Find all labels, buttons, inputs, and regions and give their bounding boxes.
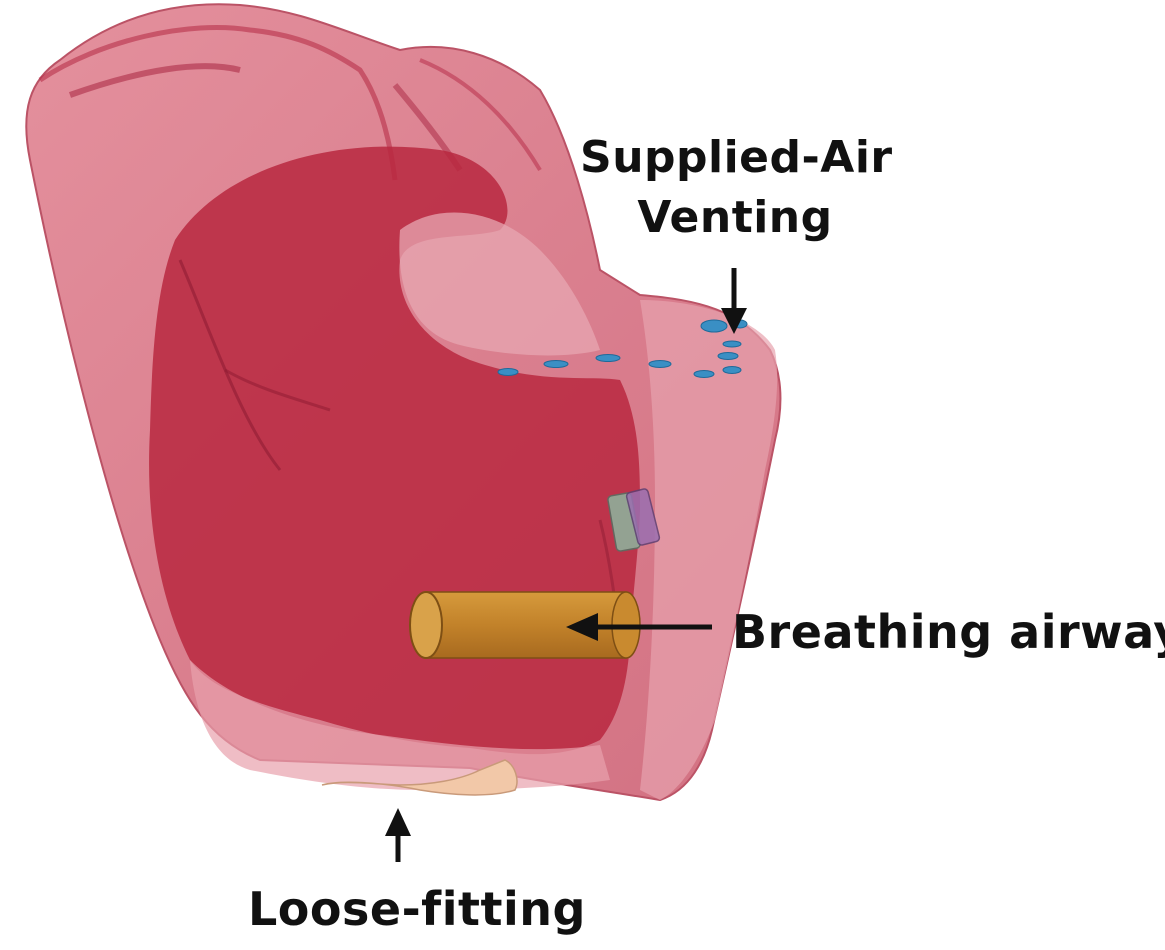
loose-fitting-label: Loose-fitting bbox=[248, 882, 586, 936]
arrow-loose-fitting bbox=[385, 808, 411, 862]
supplied-air-label-line1: Supplied-Air bbox=[580, 128, 890, 188]
supplied-air-venting-label: Supplied-Air Venting bbox=[580, 128, 890, 248]
supplied-air-label-line2: Venting bbox=[580, 188, 890, 248]
breathing-airway-label: Breathing airway bbox=[732, 605, 1165, 659]
